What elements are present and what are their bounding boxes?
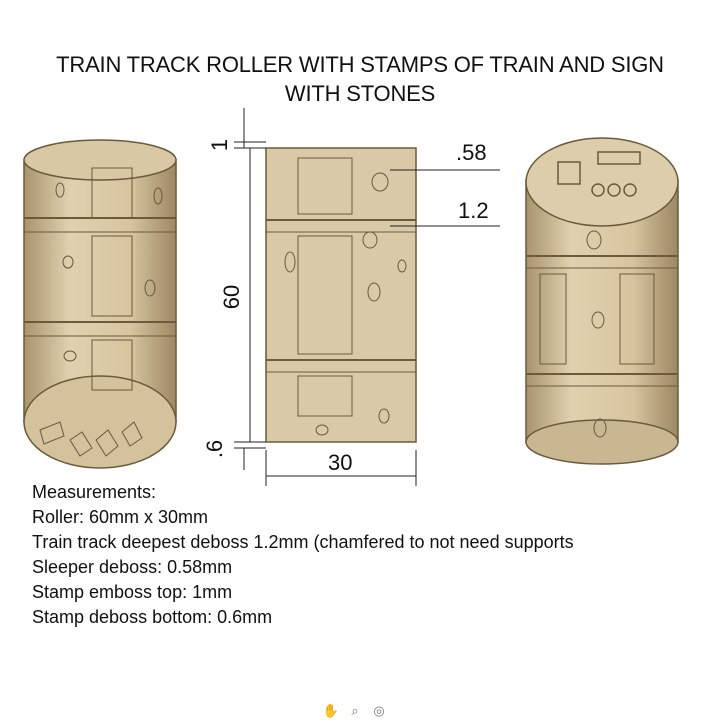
orbit-icon[interactable]: ◎ — [373, 703, 385, 718]
title-line-2: WITH STONES — [284, 81, 436, 106]
dim-sleeper-deboss: .58 — [456, 140, 487, 165]
note-stamp-bottom: Stamp deboss bottom: 0.6mm — [32, 607, 273, 627]
notes-heading: Measurements: — [32, 482, 157, 502]
dim-height: 60 — [219, 284, 245, 310]
dim-diameter: 30 — [328, 450, 353, 475]
note-stamp-top: Stamp emboss top: 1mm — [32, 582, 233, 602]
viewer-toolbar: ✋ ⌕ ◎ — [322, 703, 388, 719]
dim-track-deboss: 1.2 — [458, 198, 489, 223]
zoom-icon[interactable]: ⌕ — [351, 703, 359, 718]
note-sleeper: Sleeper deboss: 0.58mm — [32, 557, 233, 577]
measurement-notes: Measurements: Roller: 60mm x 30mm Train … — [32, 480, 574, 630]
title-line-1: TRAIN TRACK ROLLER WITH STAMPS OF TRAIN … — [56, 52, 664, 77]
dimension-lines — [234, 108, 500, 486]
center-roller — [265, 147, 417, 443]
pan-hand-icon[interactable]: ✋ — [322, 703, 340, 718]
dim-bottom-deboss: .6 — [202, 439, 228, 459]
note-track: Train track deepest deboss 1.2mm (chamfe… — [32, 532, 574, 552]
drawing-title: TRAIN TRACK ROLLER WITH STAMPS OF TRAIN … — [0, 50, 720, 108]
right-roller — [525, 137, 679, 465]
left-roller — [23, 139, 177, 469]
dim-top-emboss: 1 — [207, 138, 233, 152]
note-roller: Roller: 60mm x 30mm — [32, 507, 209, 527]
